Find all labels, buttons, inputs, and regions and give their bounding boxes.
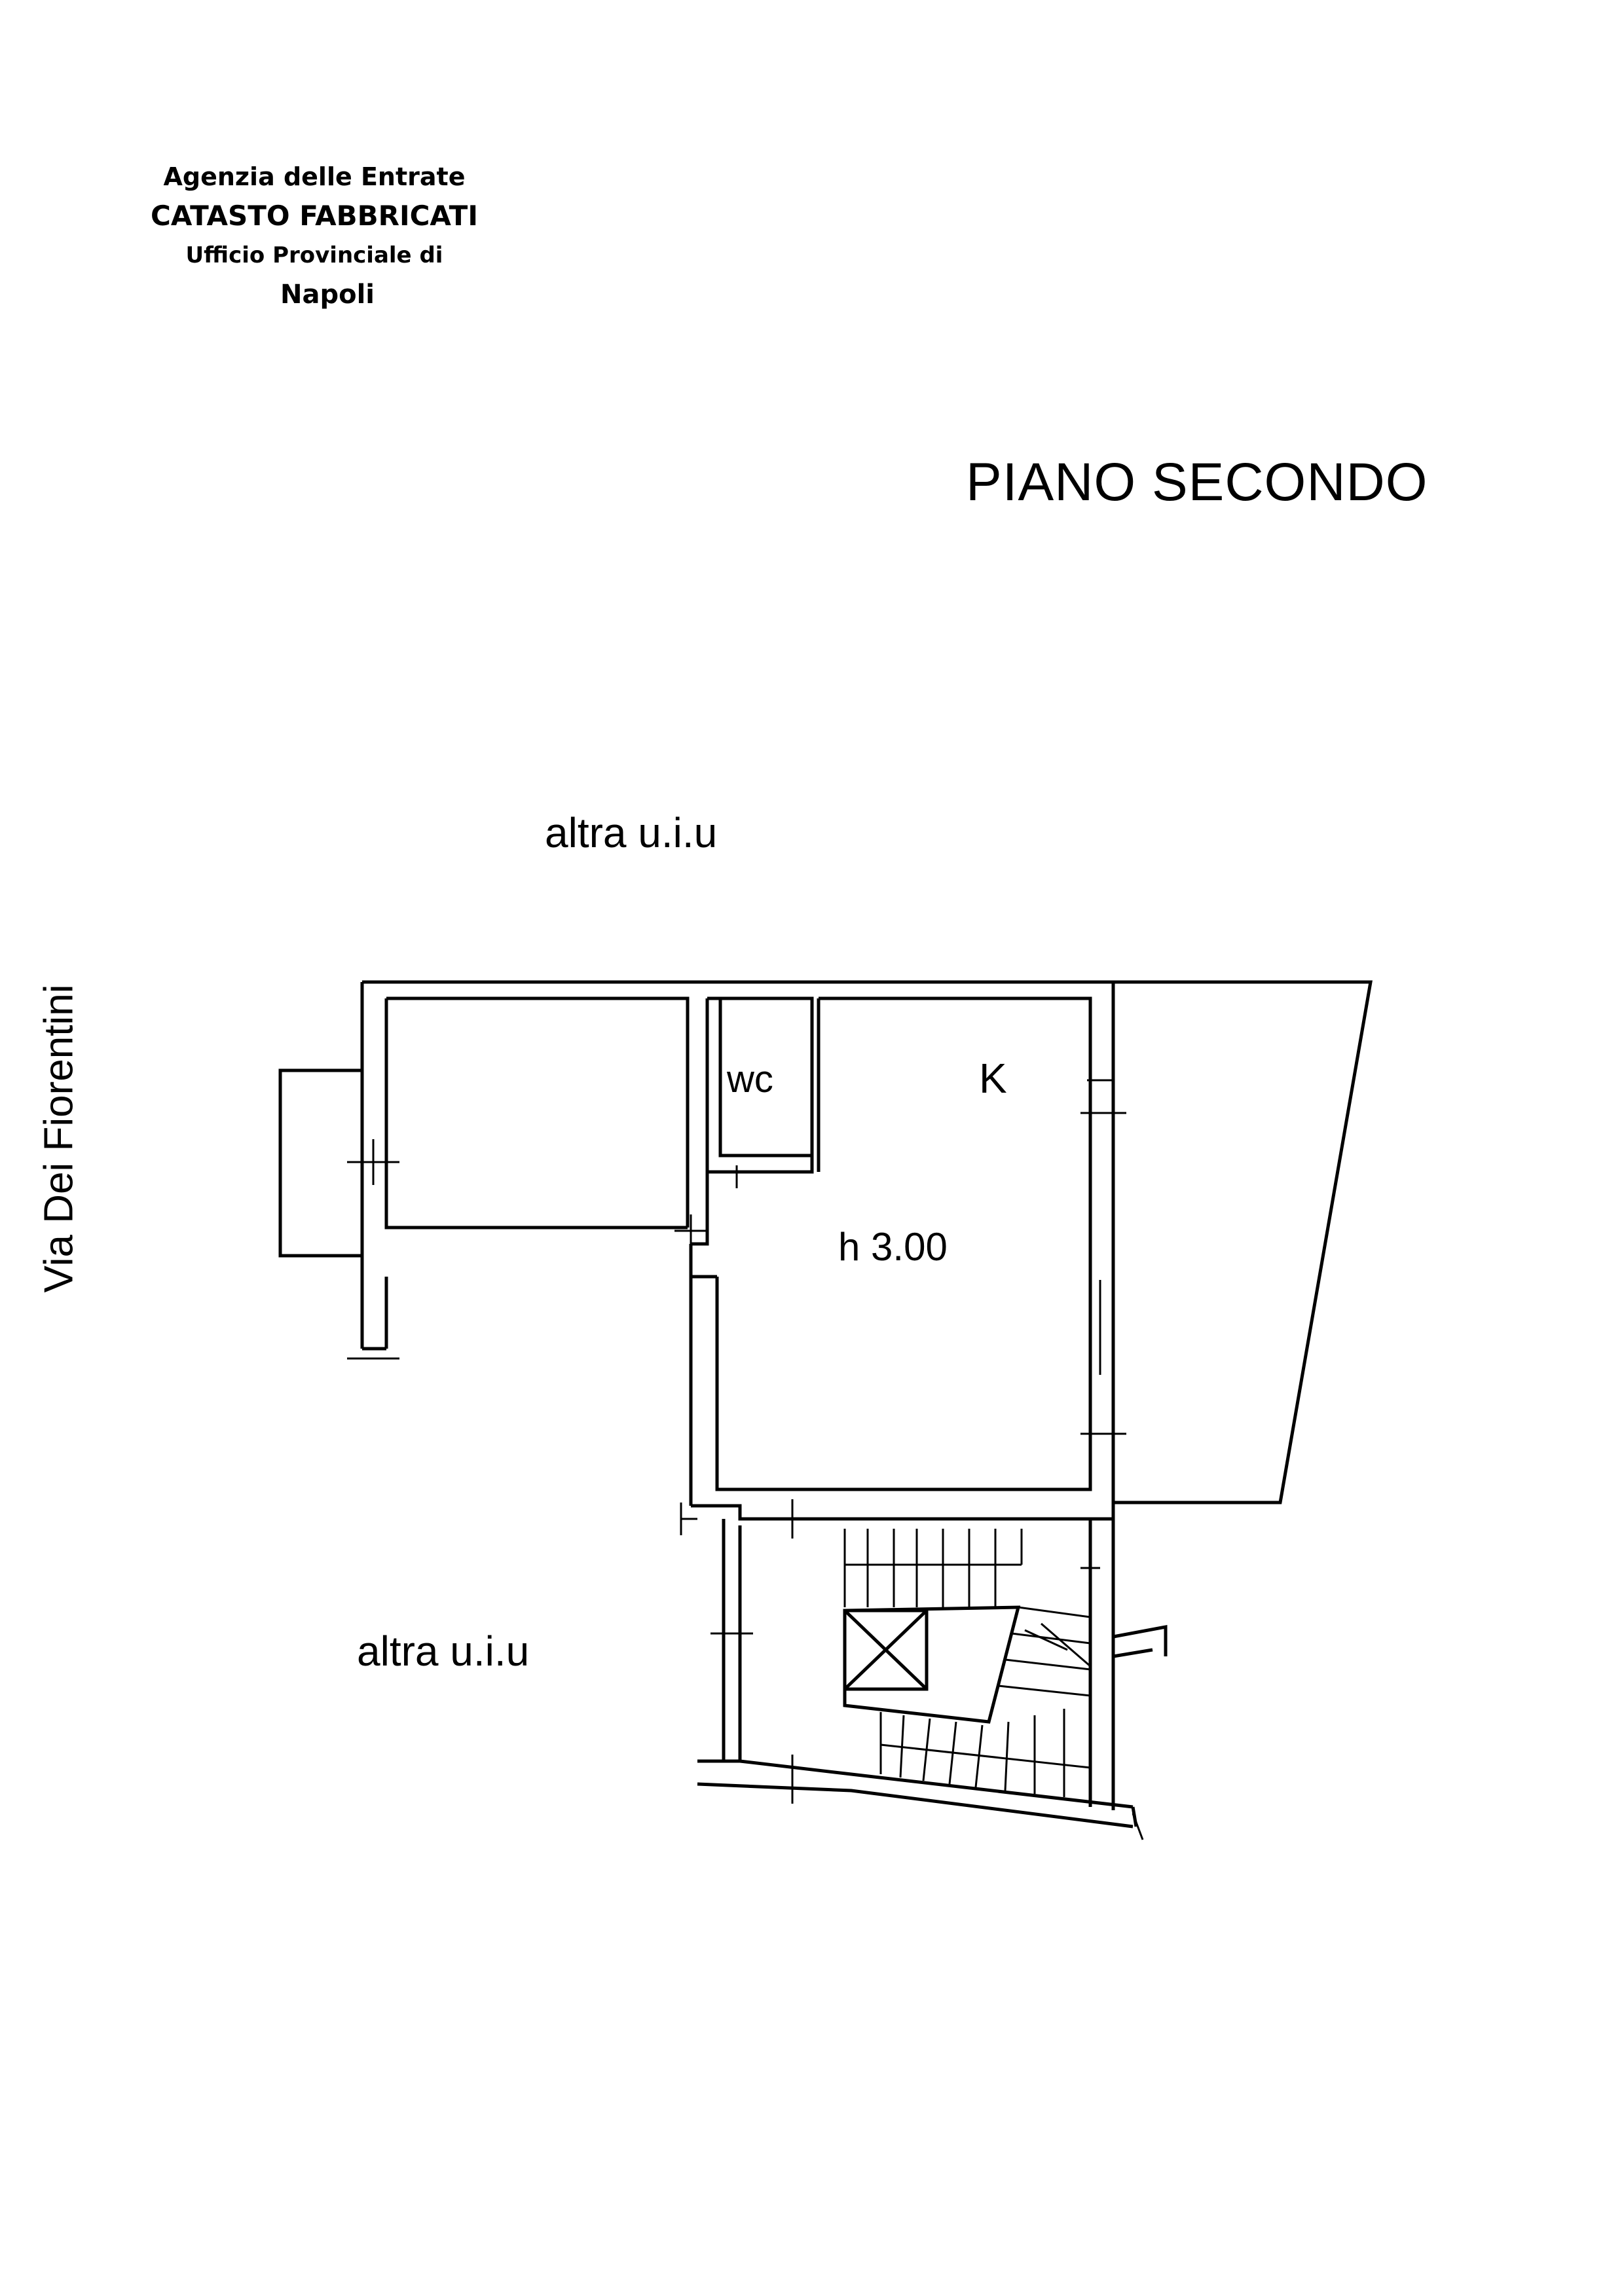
stair-treads <box>880 1743 1091 1769</box>
neighbor-label-top: altra u.i.u <box>545 809 718 856</box>
stair-wall <box>1113 1648 1153 1658</box>
terrace <box>1113 980 1373 1504</box>
door-mark <box>347 1139 399 1185</box>
stair-core <box>843 1605 1021 1724</box>
outer-wall <box>384 998 688 1230</box>
kitchen-wall <box>715 996 1092 1491</box>
lift-cross <box>843 1609 928 1690</box>
stair-treads <box>998 1606 1091 1697</box>
door-mark <box>680 1503 697 1535</box>
floor-title: PIANO SECONDO <box>966 452 1428 512</box>
kitchen-label: K <box>979 1055 1007 1102</box>
balcony <box>278 1068 362 1258</box>
wc-label: wc <box>727 1058 773 1101</box>
room-wall <box>386 996 690 1228</box>
stair-treads <box>1024 1622 1091 1667</box>
door-mark <box>1132 1813 1144 1840</box>
height-label: h 3.00 <box>838 1225 948 1269</box>
stair-wall <box>697 1759 1134 1809</box>
stair-treads <box>843 1529 997 1607</box>
agency-name: Agenzia delle Entrate <box>163 162 466 191</box>
registry-name: CATASTO FABBRICATI <box>151 200 478 232</box>
stair-wall <box>1113 1624 1168 1656</box>
stair-treads <box>879 1709 1065 1797</box>
stair-treads <box>845 1529 1023 1566</box>
door-mark <box>1080 1079 1126 1114</box>
cadastre-stamp: Agenzia delle Entrate CATASTO FABBRICATI… <box>118 157 511 314</box>
kitchen-wall <box>691 1504 1113 1521</box>
wc-wall <box>707 996 814 1174</box>
wc-wall <box>718 998 812 1157</box>
street-label: Via Dei Fiorentini <box>36 984 82 1293</box>
neighbor-label-bottom: altra u.i.u <box>357 1628 530 1675</box>
office-city: Napoli <box>280 280 375 310</box>
door-mark <box>674 1214 707 1247</box>
kitchen-wall <box>691 1172 709 1246</box>
office-name: Ufficio Provinciale di <box>185 242 443 268</box>
stair-wall <box>697 1782 1134 1829</box>
